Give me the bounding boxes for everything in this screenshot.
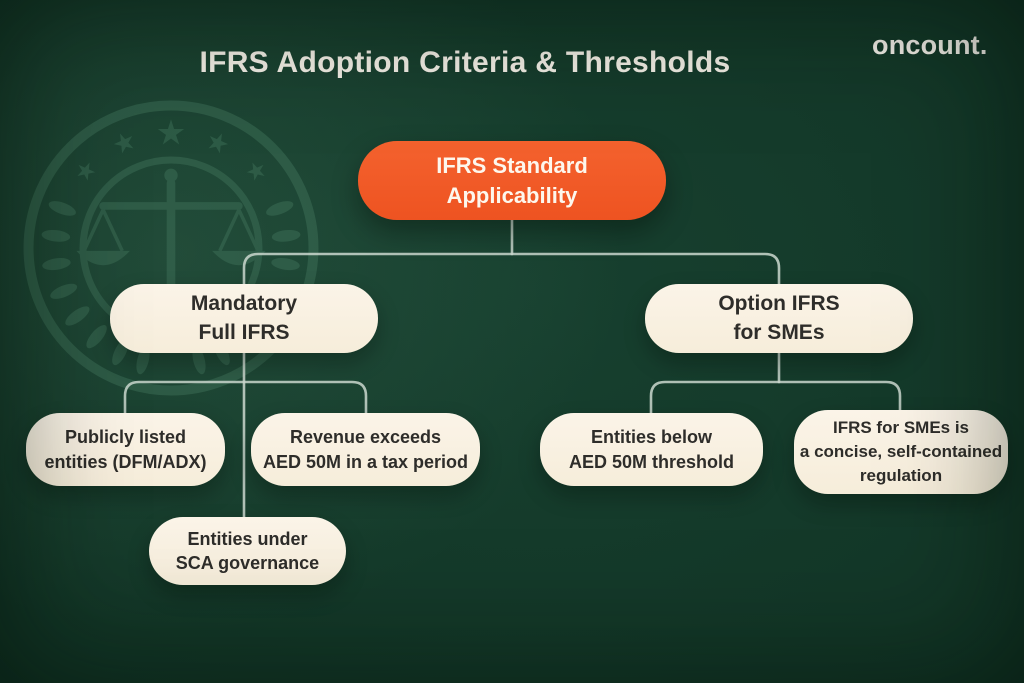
brand-logo: oncount. xyxy=(872,30,988,60)
node-sca-governance: Entities under SCA governance xyxy=(149,517,346,585)
page-title: IFRS Adoption Criteria & Thresholds xyxy=(199,46,731,79)
connector-mandatory-children xyxy=(123,380,368,416)
node-ifrs-standard-applicability: IFRS Standard Applicability xyxy=(358,141,666,220)
node-entities-below-threshold: Entities below AED 50M threshold xyxy=(540,413,763,486)
connector-level1 xyxy=(242,252,781,287)
connector-optional-children xyxy=(649,380,902,416)
node-publicly-listed-entities: Publicly listed entities (DFM/ADX) xyxy=(26,413,225,486)
node-option-ifrs-for-smes: Option IFRS for SMEs xyxy=(645,284,913,353)
node-ifrs-smes-regulation: IFRS for SMEs is a concise, self-contain… xyxy=(794,410,1008,494)
emblem-stars xyxy=(77,119,265,181)
node-revenue-exceeds-threshold: Revenue exceeds AED 50M in a tax period xyxy=(251,413,480,486)
node-mandatory-full-ifrs: Mandatory Full IFRS xyxy=(110,284,378,353)
